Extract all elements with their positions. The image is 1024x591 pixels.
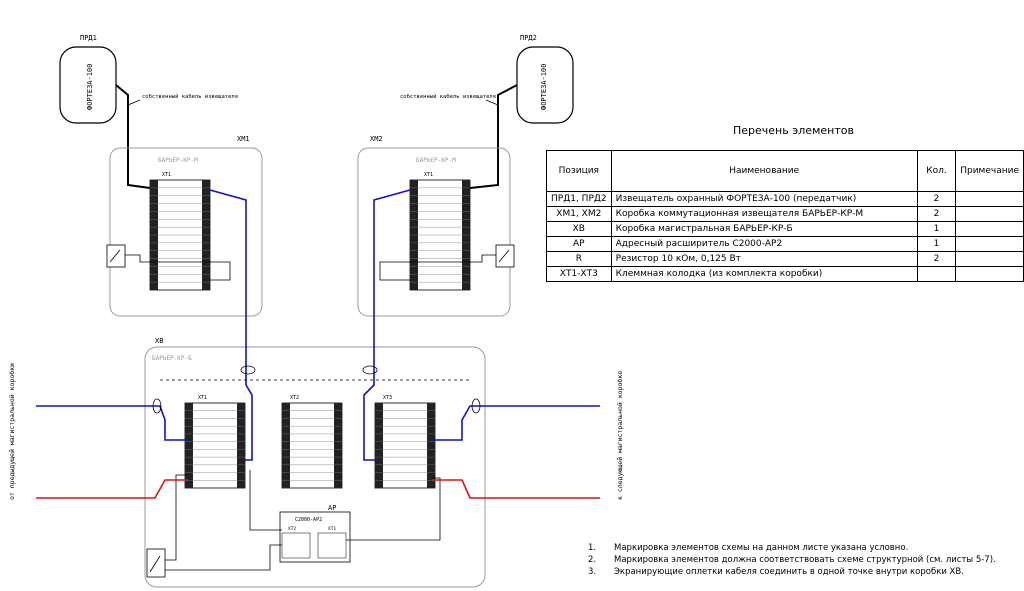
side-label-left: от предыдущей магистральной коробки <box>8 363 16 500</box>
xm2-box-type: БАРЬЕР-КР-М <box>416 157 456 164</box>
elements-table: Позиция Наименование Кол. Примечание ПРД… <box>546 150 1024 282</box>
note-number: 1. <box>588 543 597 553</box>
ap-device <box>279 511 351 563</box>
row-qty <box>916 266 957 282</box>
xm2-tamper-switch <box>495 244 515 268</box>
xb-terminal-3: ХТ3 <box>383 395 392 401</box>
note-text: Маркировка элементов схемы на данном лис… <box>614 543 909 553</box>
row-qty: 1 <box>916 221 957 237</box>
row-note <box>955 236 1024 252</box>
power-lines <box>36 479 600 499</box>
note-number: 3. <box>588 567 597 577</box>
xb-box <box>144 346 486 588</box>
ap-terminal-1: ХТ1 <box>328 526 336 532</box>
notes: 1. Маркировка элементов схемы на данном л… <box>588 542 996 578</box>
table-header-row: Позиция Наименование Кол. Примечание <box>546 150 1024 192</box>
row-position: ПРД1, ПРД2 <box>546 191 612 207</box>
row-name: Резистор 10 кОм, 0,125 Вт <box>610 251 918 267</box>
prd2-label: ПРД2 <box>520 34 537 42</box>
row-qty: 1 <box>916 236 957 252</box>
header-note: Примечание <box>955 150 1024 192</box>
row-position: R <box>546 251 612 267</box>
xb-terminal-block-1 <box>184 402 246 489</box>
cable-note-right: собственный кабель извещателя <box>400 93 496 100</box>
cable-note-left: собственный кабель извещателя <box>142 93 238 100</box>
row-note <box>955 206 1024 222</box>
prd1-label: ПРД1 <box>80 34 97 42</box>
xb-terminal-block-3 <box>374 402 436 489</box>
header-qty: Кол. <box>916 150 957 192</box>
row-qty: 2 <box>916 251 957 267</box>
xm2-terminal: ХТ1 <box>424 172 433 178</box>
row-name: Коробка магистральная БАРЬЕР-КР-Б <box>610 221 918 237</box>
note-item: 3. Экранирующие оплетки кабеля соединить … <box>588 566 996 578</box>
xb-terminal-2: ХТ2 <box>290 395 299 401</box>
row-position: ХВ <box>546 221 612 237</box>
table-title: Перечень элементов <box>733 124 854 137</box>
row-note <box>955 221 1024 237</box>
prd1-model: ФОРТЕЗА-100 <box>86 64 94 110</box>
note-number: 2. <box>588 555 597 565</box>
row-name: Адресный расширитель С2000-АР2 <box>610 236 918 252</box>
row-position: АР <box>546 236 612 252</box>
xb-box-type: БАРЬЕР-КР-Б <box>152 355 192 362</box>
side-label-right: к следующей магистральной коробке <box>616 371 624 500</box>
prd2-cable <box>469 84 518 189</box>
prd2-model: ФОРТЕЗА-100 <box>540 64 548 110</box>
xm1-box <box>109 147 263 317</box>
prd1-cable <box>115 84 151 189</box>
signal-lines <box>36 189 600 461</box>
row-qty: 2 <box>916 206 957 222</box>
xb-terminal-block-2 <box>281 402 343 489</box>
xm1-terminal: ХТ1 <box>162 172 171 178</box>
note-text: Маркировка элементов должна соответствов… <box>614 555 996 565</box>
xm1-label: ХМ1 <box>237 135 250 143</box>
ap-label: АР <box>328 504 336 512</box>
row-name: Клеммная колодка (из комплекта коробки) <box>610 266 918 282</box>
xm1-box-type: БАРЬЕР-КР-М <box>158 157 198 164</box>
row-qty: 2 <box>916 191 957 207</box>
row-position: ХТ1-ХТ3 <box>546 266 612 282</box>
note-item: 1. Маркировка элементов схемы на данном л… <box>588 542 996 554</box>
ap-model: С2000-АР2 <box>295 517 322 523</box>
row-note <box>955 191 1024 207</box>
header-position: Позиция <box>546 150 612 192</box>
row-name: Коробка коммутационная извещателя БАРЬЕР… <box>610 206 918 222</box>
header-name: Наименование <box>610 150 918 192</box>
row-note <box>955 251 1024 267</box>
row-position: ХМ1, ХМ2 <box>546 206 612 222</box>
ap-terminal-2: ХТ2 <box>288 526 296 532</box>
xm1-tamper-switch <box>106 244 126 268</box>
xm2-box <box>357 147 511 317</box>
note-text: Экранирующие оплетки кабеля соединить в … <box>614 567 964 577</box>
xm2-label: ХМ2 <box>370 135 383 143</box>
row-note <box>955 266 1024 282</box>
note-item: 2. Маркировка элементов должна соответств… <box>588 554 996 566</box>
xb-label: ХВ <box>155 337 163 345</box>
row-name: Извещатель охранный ФОРТЕЗА-100 (передат… <box>610 191 918 207</box>
xb-terminal-1: ХТ1 <box>198 395 207 401</box>
